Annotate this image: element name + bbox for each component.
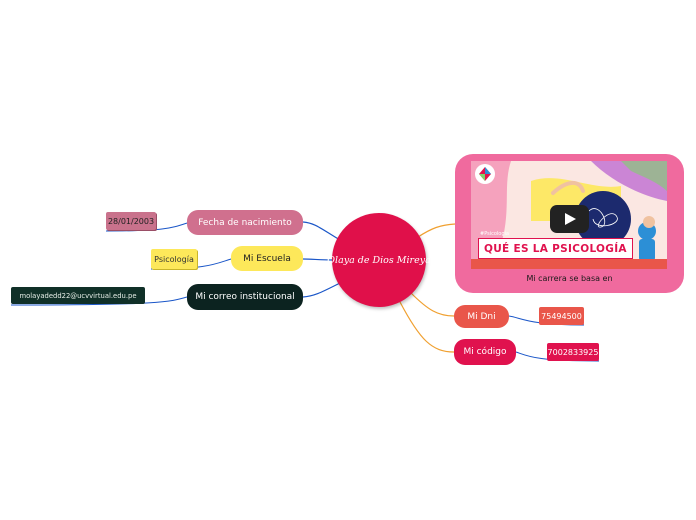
subtopic-label: 7002833925: [547, 347, 599, 357]
connector-center-dni: [410, 292, 455, 317]
play-icon: [565, 213, 576, 225]
topic-label: Mi correo institucional: [195, 292, 295, 302]
subtopic-label: molayadedd22@ucvvirtual.edu.pe: [19, 291, 137, 300]
connector-correo-leaf: [10, 296, 188, 306]
subtopic-birth-date[interactable]: 28/01/2003: [106, 212, 156, 230]
subtopic-label: 28/01/2003: [107, 216, 155, 226]
connector-center-fecha: [302, 221, 341, 241]
connector-center-codigo: [399, 301, 455, 353]
video-hashtag: #Psicología: [480, 231, 509, 237]
video-thumbnail[interactable]: #Psicología QUÉ ES LA PSICOLOGÍA: [471, 161, 667, 269]
video-title: QUÉ ES LA PSICOLOGÍA: [478, 238, 633, 259]
topic-label: Mi Escuela: [243, 253, 291, 264]
topic-mi-codigo[interactable]: Mi código: [454, 339, 516, 365]
central-topic-label: Olaya de Dios Mireya: [327, 254, 431, 266]
subtopic-label: Psicología: [154, 254, 194, 264]
subtopic-label: 75494500: [541, 311, 582, 321]
subtopic-school[interactable]: Psicología: [151, 249, 197, 269]
connector-center-correo: [302, 282, 341, 298]
topic-label: Mi carrera se basa en: [526, 274, 613, 283]
connector-center-carrera: [417, 223, 456, 238]
play-button[interactable]: [550, 205, 589, 233]
connector-fecha-leaf: [105, 222, 188, 232]
channel-logo-icon: [475, 164, 495, 184]
topic-mi-escuela[interactable]: Mi Escuela: [231, 246, 303, 271]
topic-fecha-de-nacimiento[interactable]: Fecha de nacimiento: [187, 210, 303, 235]
connector-center-escuela: [302, 258, 333, 261]
topic-mi-carrera-se-basa-en[interactable]: #Psicología QUÉ ES LA PSICOLOGÍA Mi carr…: [455, 154, 684, 293]
topic-mi-correo-institucional[interactable]: Mi correo institucional: [187, 284, 303, 310]
topic-mi-dni[interactable]: Mi Dni: [454, 305, 509, 328]
topic-label: Mi Dni: [467, 311, 496, 322]
central-topic[interactable]: Olaya de Dios Mireya: [327, 213, 431, 307]
topic-label: Fecha de nacimiento: [198, 217, 292, 228]
subtopic-student-code[interactable]: 7002833925: [547, 343, 599, 361]
subtopic-dni-number[interactable]: 75494500: [539, 307, 584, 325]
topic-label: Mi código: [463, 347, 507, 357]
subtopic-email[interactable]: molayadedd22@ucvvirtual.edu.pe: [11, 287, 145, 304]
